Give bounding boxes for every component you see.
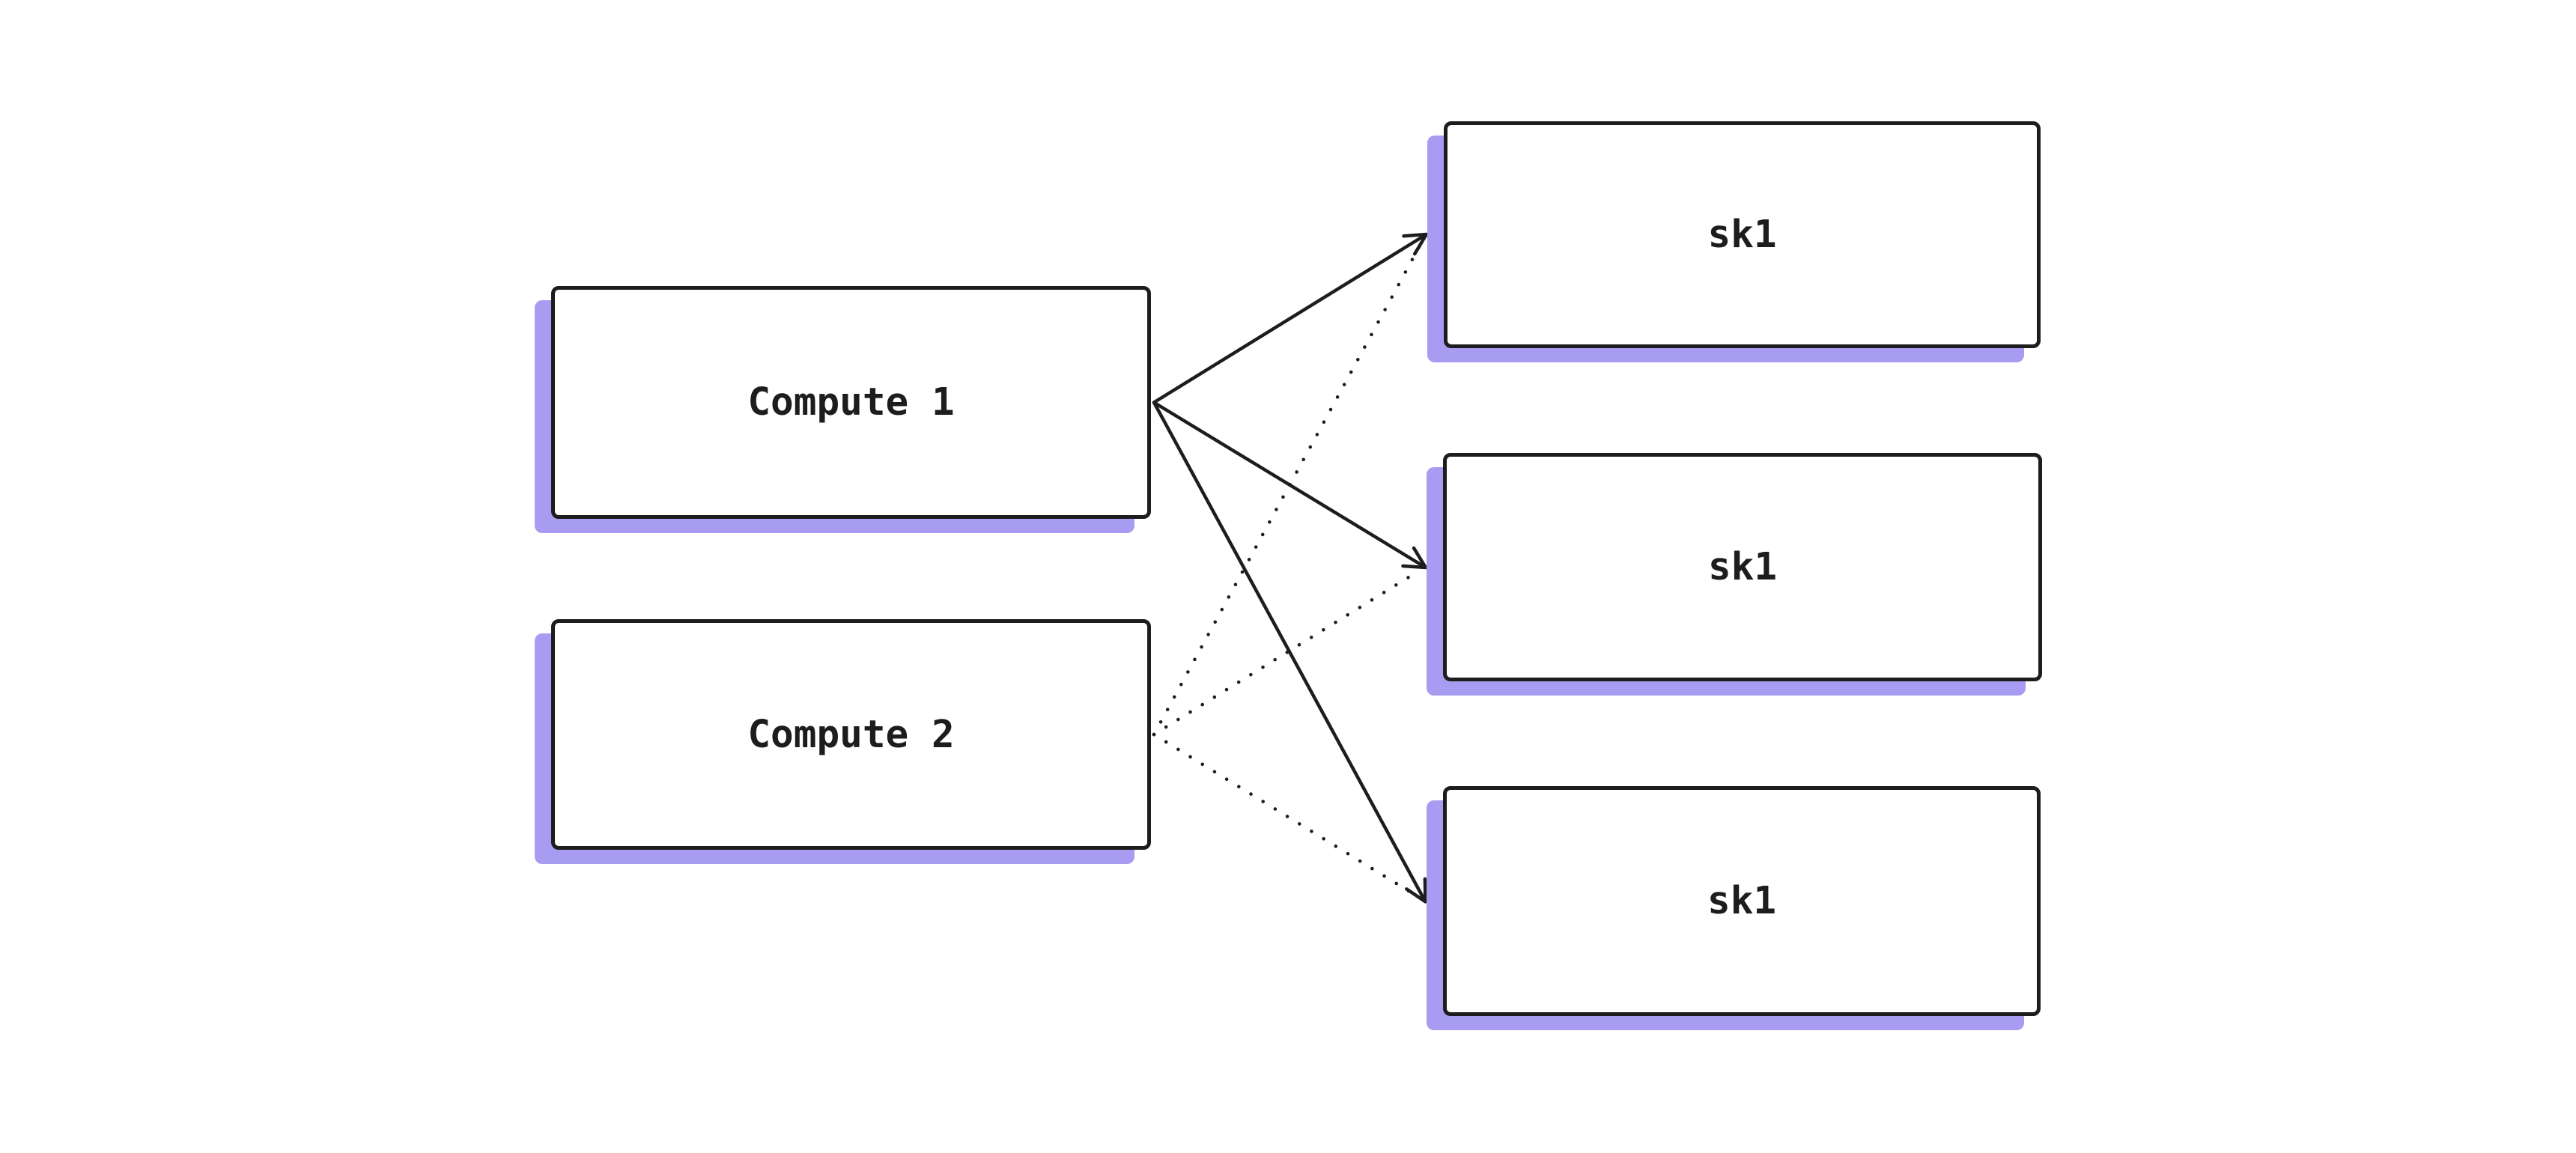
edge-compute1-sk1b xyxy=(1152,401,1428,570)
node-compute-1: Compute 1 xyxy=(551,286,1151,519)
node-sk1-top: sk1 xyxy=(1444,121,2041,348)
node-sk1-middle: sk1 xyxy=(1443,453,2042,681)
node-sk1-bottom: sk1 xyxy=(1443,786,2041,1016)
edge-compute1-sk1a xyxy=(1152,232,1429,404)
node-sk1-top-label: sk1 xyxy=(1707,213,1777,257)
edge-compute2-sk1a xyxy=(1152,245,1421,737)
node-sk1-middle-label: sk1 xyxy=(1707,545,1778,589)
edge-compute1-sk1c xyxy=(1152,401,1427,904)
node-compute-2-label: Compute 2 xyxy=(747,712,955,757)
node-compute-1-label: Compute 1 xyxy=(747,380,955,425)
edge-compute2-sk1c xyxy=(1152,732,1415,896)
node-sk1-bottom-label: sk1 xyxy=(1707,879,1777,923)
edge-compute2-sk1b xyxy=(1152,572,1415,737)
node-compute-2: Compute 2 xyxy=(551,619,1151,850)
